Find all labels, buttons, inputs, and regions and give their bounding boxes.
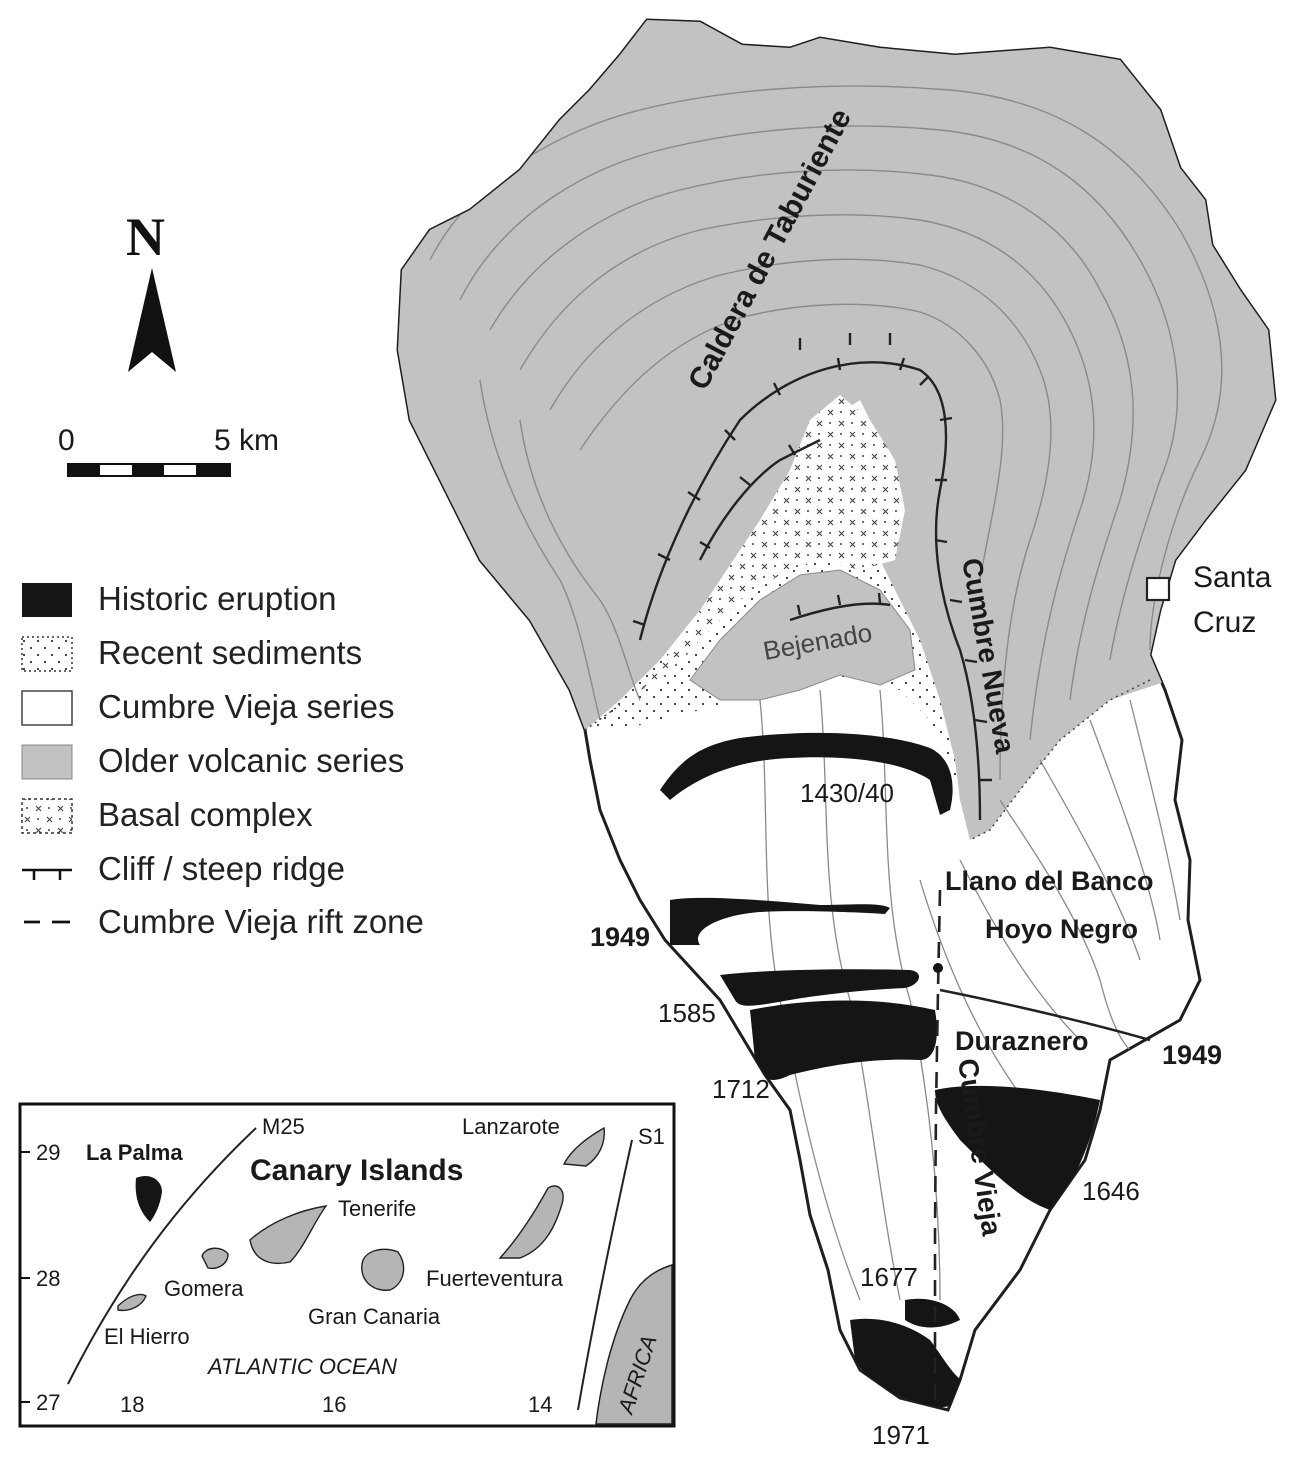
legend-label-historic: Historic eruption [98, 580, 336, 617]
inset-label-lanzarote: Lanzarote [462, 1114, 560, 1139]
legend-label-basal: Basal complex [98, 796, 313, 833]
inset-lat-29: 29 [36, 1140, 60, 1165]
flow-1949-south [939, 988, 1151, 1042]
inset-map: AFRICA M25 S1 29 28 27 18 16 14 La Palma… [18, 1102, 676, 1428]
eruption-1949-north [670, 897, 890, 945]
cliff-tick-marks [632, 333, 992, 782]
inset-line-s1 [577, 1139, 633, 1411]
eruption-1430 [660, 732, 953, 815]
scale-start: 0 [58, 424, 75, 457]
label-santa: Santa [1193, 561, 1272, 594]
scale-end: 5 km [214, 424, 279, 457]
legend-swatch-sediments [21, 636, 73, 672]
inset-title: Canary Islands [250, 1154, 463, 1187]
inset-label-gran-canaria: Gran Canaria [308, 1304, 441, 1329]
inset-m25-label: M25 [262, 1114, 305, 1139]
eruption-1585 [720, 969, 920, 1006]
label-duraznero: Duraznero [955, 1026, 1089, 1056]
legend-label-rift: Cumbre Vieja rift zone [98, 903, 424, 940]
cliff-ridges [638, 361, 982, 821]
inset-lat-27: 27 [36, 1390, 60, 1415]
legend-label-cumbre-vieja: Cumbre Vieja series [98, 688, 395, 725]
label-year-1712: 1712 [712, 1074, 770, 1104]
inset-lon-18: 18 [120, 1392, 144, 1417]
inset-ocean-label: ATLANTIC OCEAN [206, 1354, 397, 1379]
inset-fuerteventura [498, 1185, 564, 1259]
label-year-1677: 1677 [860, 1262, 918, 1292]
inset-africa [595, 1263, 673, 1425]
eruption-1677 [905, 1298, 960, 1328]
bejenado-block [689, 569, 916, 701]
eruption-1646 [935, 1085, 1100, 1210]
basal-complex-area [640, 395, 905, 690]
label-year-1585: 1585 [658, 998, 716, 1028]
historic-eruptions [660, 732, 1100, 1408]
rift-zone-line [933, 889, 942, 1400]
label-year-1971: 1971 [872, 1420, 930, 1450]
label-year-1949-west: 1949 [590, 922, 650, 952]
north-label: N [126, 207, 165, 267]
scale-bar: 0 5 km [58, 424, 279, 477]
inset-label-la-palma: La Palma [86, 1140, 183, 1165]
label-year-1430: 1430/40 [800, 778, 894, 808]
inset-gran-canaria [361, 1248, 405, 1291]
legend-swatch-historic [22, 583, 72, 617]
label-year-1646: 1646 [1082, 1176, 1140, 1206]
north-arrow-icon [128, 268, 176, 372]
inset-lon-16: 16 [322, 1392, 346, 1417]
legend-swatch-basal [21, 798, 73, 834]
vent-hoyo-negro [933, 963, 943, 973]
legend-label-cliff: Cliff / steep ridge [98, 850, 345, 887]
north-arrow: N [126, 207, 176, 372]
inset-label-el-hierro: El Hierro [104, 1324, 190, 1349]
label-hoyo-negro: Hoyo Negro [985, 914, 1138, 944]
inset-label-gomera: Gomera [164, 1276, 244, 1301]
sediment-boundaries [584, 679, 1151, 841]
santa-cruz-marker [1145, 576, 1171, 602]
inset-tenerife [249, 1205, 328, 1265]
legend: Historic eruption Recent sediments Cumbr… [21, 580, 424, 940]
legend-swatch-cliff [22, 868, 72, 880]
inset-el-hierro [117, 1293, 147, 1312]
eruption-1712 [750, 1000, 937, 1080]
label-year-1949-east: 1949 [1162, 1040, 1222, 1070]
inset-la-palma [135, 1175, 162, 1222]
label-llano-del-banco: Llano del Banco [945, 866, 1154, 896]
contour-lines [429, 85, 1223, 781]
label-cruz: Cruz [1193, 606, 1256, 639]
inset-line-m25 [67, 1127, 257, 1385]
inset-label-fuerteventura: Fuerteventura [426, 1266, 564, 1291]
inset-lanzarote [562, 1126, 605, 1167]
inset-s1-label: S1 [638, 1124, 665, 1149]
legend-label-sediments: Recent sediments [98, 634, 362, 671]
legend-swatch-cumbre-vieja [21, 690, 73, 726]
inset-lat-28: 28 [36, 1266, 60, 1291]
legend-swatch-older [21, 744, 73, 780]
inset-label-tenerife: Tenerife [338, 1196, 416, 1221]
legend-label-older: Older volcanic series [98, 742, 404, 779]
inset-gomera [201, 1247, 229, 1270]
inset-frame [18, 1102, 676, 1428]
island [396, 18, 1277, 1412]
inset-lon-14: 14 [528, 1392, 552, 1417]
